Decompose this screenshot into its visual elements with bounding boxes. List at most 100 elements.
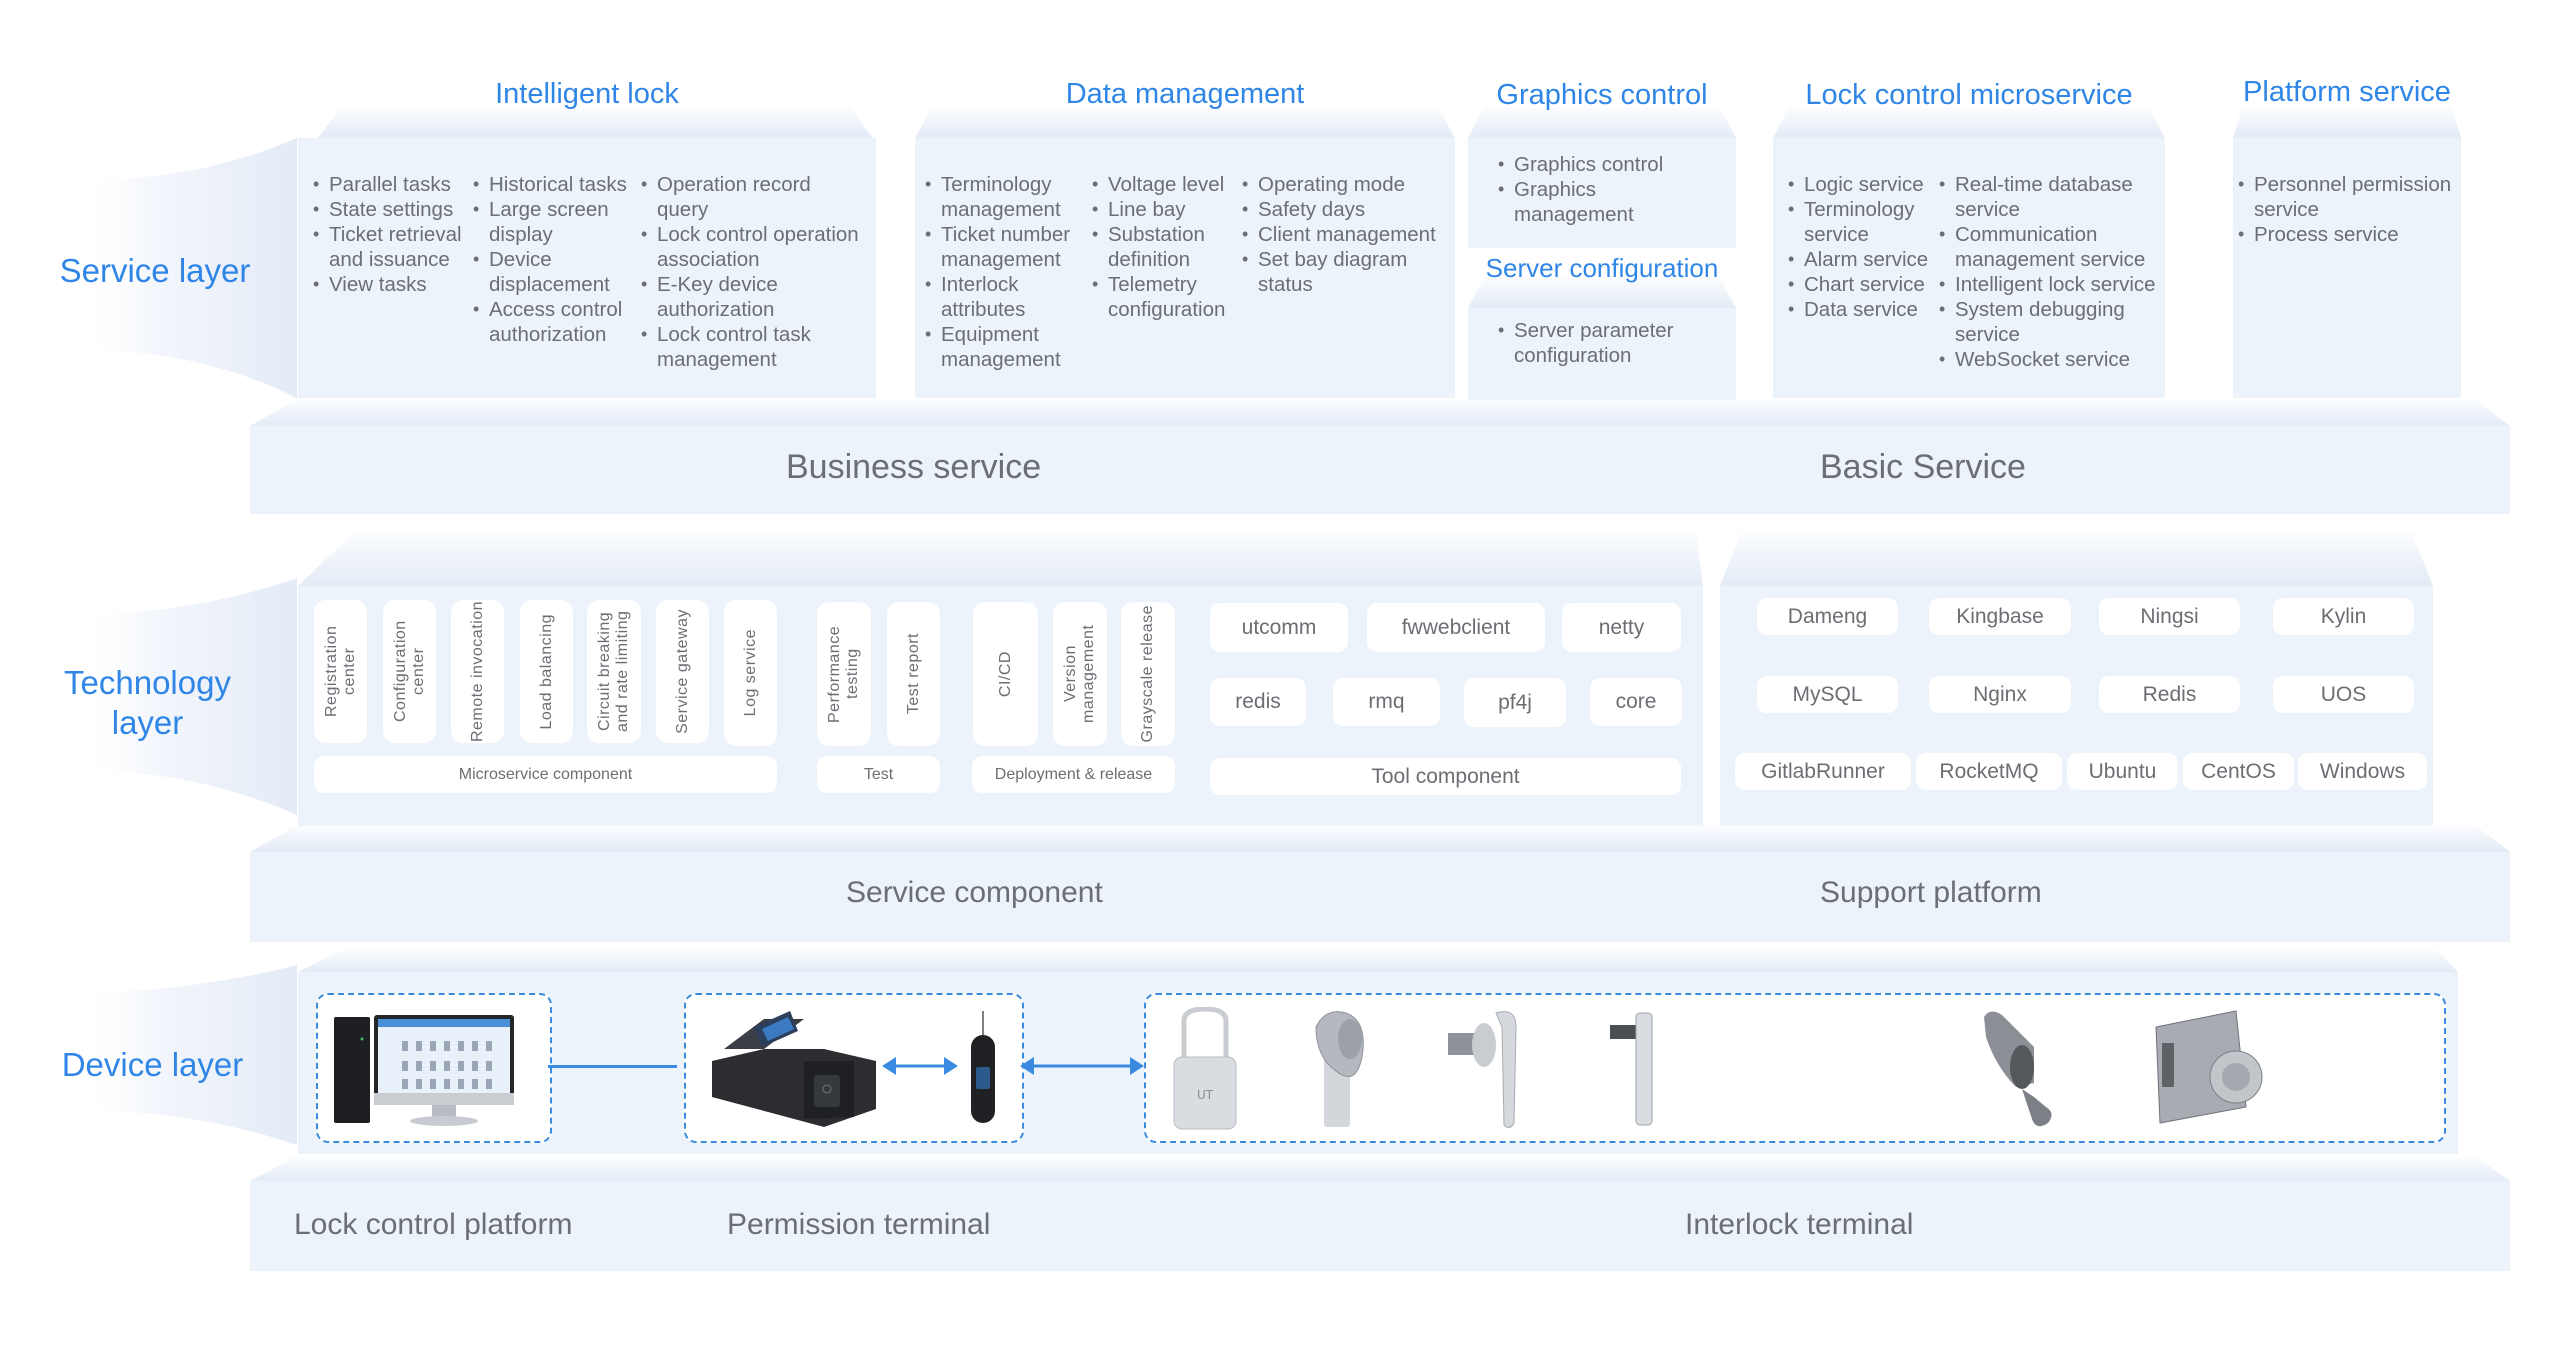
graphics-control-title: Graphics control — [1496, 79, 1708, 111]
list-item: Ticket retrieval and issuance — [313, 222, 463, 272]
intelligent-lock-title: Intelligent lock — [495, 78, 679, 110]
tile-remote-invocation: Remote invocation — [451, 600, 504, 743]
tile-log-service: Log service — [724, 600, 777, 746]
server-configuration-header — [1468, 278, 1736, 308]
service-band-top — [250, 400, 2510, 426]
list-item: Device displacement — [473, 247, 643, 297]
graphics-control-list: Graphics control Graphics management — [1498, 152, 1698, 227]
lock-control-microservice-header — [1773, 108, 2165, 138]
list-item: E-Key device authorization — [641, 272, 866, 322]
list-item: Equipment management — [925, 322, 1090, 372]
handle-lock-icon — [1448, 1011, 1517, 1129]
tile-grayscale-release: Grayscale release — [1121, 602, 1175, 746]
bolt-lock-icon — [1984, 1011, 2052, 1127]
list-item: Interlock attributes — [925, 272, 1090, 322]
tile-label: CI/CD — [996, 650, 1014, 698]
tile-windows: Windows — [2298, 753, 2427, 790]
permission-terminal-icon — [712, 1011, 876, 1127]
service-component-label: Service component — [846, 876, 1103, 909]
list-item: View tasks — [313, 272, 463, 297]
platform-service-list: Personnel permission service Process ser… — [2238, 172, 2453, 247]
tech-left-header — [298, 532, 1703, 586]
tech-right-header — [1720, 532, 2433, 586]
list-item: Personnel permission service — [2238, 172, 2453, 222]
tile-mysql: MySQL — [1757, 676, 1898, 713]
microservice-component-label: Microservice component — [314, 756, 777, 793]
tile-label: Performance testing — [826, 625, 861, 723]
list-item: Server parameter configuration — [1498, 318, 1698, 368]
platform-service-panel: Personnel permission service Process ser… — [2233, 138, 2461, 398]
tile-rocketmq: RocketMQ — [1916, 753, 2062, 790]
list-item: Operation record query — [641, 172, 866, 222]
e-key-icon — [971, 1011, 995, 1123]
tile-label: Remote invocation — [468, 600, 486, 742]
tile-pf4j: pf4j — [1464, 678, 1566, 727]
tile-load-balancing: Load balancing — [520, 600, 573, 743]
intelligent-lock-col-1: Parallel tasks State settings Ticket ret… — [313, 172, 463, 297]
tile-rmq: rmq — [1333, 678, 1440, 726]
service-band — [250, 426, 2510, 514]
list-item: Process service — [2238, 222, 2453, 247]
permission-terminal-box — [684, 993, 1024, 1143]
list-item: Data service — [1788, 297, 1933, 322]
list-item: Client management — [1242, 222, 1452, 247]
lock-control-col-1: Logic service Terminology service Alarm … — [1788, 172, 1933, 322]
tile-redis: redis — [1210, 678, 1306, 726]
server-configuration-title: Server configuration — [1485, 253, 1719, 283]
device-header — [298, 950, 2458, 972]
computer-icon — [334, 1015, 514, 1126]
tile-performance-testing: Performance testing — [817, 602, 871, 746]
tile-test-report: Test report — [887, 602, 940, 746]
list-item: Communication management service — [1939, 222, 2164, 272]
tile-fwwebclient: fwwebclient — [1367, 603, 1545, 652]
list-item: Terminology service — [1788, 197, 1933, 247]
tile-ubuntu: Ubuntu — [2067, 753, 2178, 790]
tile-version-management: Version management — [1053, 602, 1107, 746]
list-item: Line bay — [1092, 197, 1242, 222]
tile-netty: netty — [1562, 603, 1681, 652]
graphics-control-header — [1468, 108, 1736, 138]
tech-band-top — [250, 826, 2510, 852]
tile-configuration-center: Configuration center — [383, 600, 436, 743]
list-item: Parallel tasks — [313, 172, 463, 197]
list-item: Voltage level — [1092, 172, 1242, 197]
list-item: Set bay diagram status — [1242, 247, 1452, 297]
business-service-label: Business service — [786, 448, 1042, 486]
tile-label: Service gateway — [673, 609, 691, 734]
tile-redis-support: Redis — [2099, 676, 2240, 713]
device-band — [250, 1181, 2510, 1271]
tile-kylin: Kylin — [2273, 598, 2414, 635]
list-item: State settings — [313, 197, 463, 222]
connector-platform-permission — [548, 1065, 677, 1068]
tile-ningsi: Ningsi — [2099, 598, 2240, 635]
tile-label: Test report — [904, 633, 922, 715]
test-label: Test — [817, 756, 940, 793]
basic-service-label: Basic Service — [1820, 448, 2026, 486]
list-item: Alarm service — [1788, 247, 1933, 272]
tile-label: Circuit breaking and rate limiting — [596, 610, 631, 733]
data-management-col-1: Terminology management Ticket number man… — [925, 172, 1090, 372]
tile-gitlabrunner: GitlabRunner — [1735, 753, 1911, 790]
tile-label: Load balancing — [537, 613, 555, 730]
tile-nginx: Nginx — [1929, 676, 2071, 713]
lock-control-microservice-panel: Logic service Terminology service Alarm … — [1773, 138, 2165, 398]
tile-uos: UOS — [2273, 676, 2414, 713]
permission-terminal-label: Permission terminal — [727, 1208, 991, 1241]
service-layer-fan — [85, 138, 297, 1145]
tile-ci-cd: CI/CD — [973, 602, 1038, 746]
intelligent-lock-col-2: Historical tasks Large screen display De… — [473, 172, 643, 347]
tile-label: Configuration center — [391, 620, 427, 723]
intelligent-lock-panel: Parallel tasks State settings Ticket ret… — [298, 138, 876, 398]
graphics-control-panel: Graphics control Graphics management — [1468, 138, 1736, 248]
data-management-col-3: Operating mode Safety days Client manage… — [1242, 172, 1452, 297]
mortise-lock-icon — [2155, 1010, 2263, 1124]
list-item: Telemetry configuration — [1092, 272, 1242, 322]
server-configuration-list: Server parameter configuration — [1498, 318, 1698, 368]
tile-label: Grayscale release — [1139, 605, 1156, 743]
tech-band — [250, 852, 2510, 942]
device-layer-label: Device layer — [61, 1046, 244, 1083]
intelligent-lock-col-3: Operation record query Lock control oper… — [641, 172, 866, 372]
lock-control-platform-label: Lock control platform — [294, 1208, 573, 1241]
data-management-header — [915, 108, 1455, 138]
tile-utcomm: utcomm — [1210, 603, 1348, 652]
